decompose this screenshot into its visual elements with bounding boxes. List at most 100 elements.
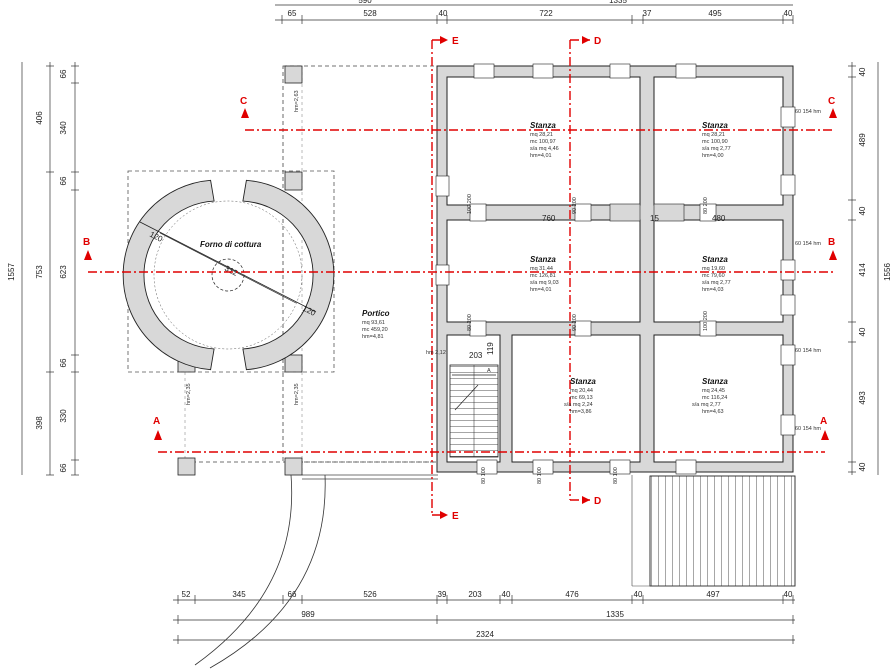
room-volume: mc 116,24	[702, 395, 727, 401]
room-volume: mc 100,97	[530, 139, 556, 145]
section-label: C	[240, 96, 247, 107]
dim-label: 15	[650, 214, 659, 223]
opening-tag: 90 200	[572, 197, 578, 214]
opening-tag: 80 100	[481, 467, 487, 484]
stair-arrow-label: A	[487, 368, 491, 374]
opening-tag: 60 154 hm	[795, 348, 821, 354]
dim-label: 40	[634, 590, 643, 599]
top-dimension-labels: 65 528 40 722 37 495 40 590 1335	[288, 0, 793, 18]
dim-label: 480	[712, 214, 726, 223]
left-dimension-labels: 66 340 66 623 66 330 66 406 753 398 1557	[7, 69, 68, 472]
room-label-5: Stanza mq 20,44 mc 69,13 s/a mq 2,24 hm=…	[564, 377, 596, 415]
room-surface: s/a mq 2,77	[702, 146, 731, 152]
portico-area: mq 93,61	[362, 320, 385, 326]
dim-label: 40	[858, 67, 867, 76]
dim-label: 345	[232, 590, 246, 599]
dim-label: 37	[643, 9, 652, 18]
dim-label: 495	[708, 9, 722, 18]
room-height: hm=4,03	[702, 287, 724, 293]
dim-label: 66	[59, 463, 68, 472]
opening-tag: 100 200	[467, 194, 473, 214]
oven-inner	[139, 200, 317, 350]
room-title: Stanza	[702, 255, 728, 264]
portico-outline	[178, 65, 439, 480]
left-dimension-lines	[21, 62, 79, 476]
right-dimension-lines	[848, 62, 879, 475]
dim-label: 340	[59, 121, 68, 135]
dim-label: 66	[288, 590, 297, 599]
opening-tags: 100 200 90 200 80 200 80 200 90 200 100 …	[186, 90, 821, 484]
dim-label: 406	[35, 111, 44, 125]
right-dimension-labels: 40 489 40 414 40 493 40 1556	[858, 67, 892, 471]
dim-label: 203	[468, 590, 482, 599]
oven-ring	[122, 179, 335, 371]
dim-label: 40	[858, 327, 867, 336]
portico-height: hm=4,81	[362, 334, 384, 340]
top-dimension-line	[275, 4, 794, 24]
dim-label: 476	[565, 590, 579, 599]
dim-label: 40	[784, 590, 793, 599]
dim-label: 1335	[606, 610, 624, 619]
room-label-3: Stanza mq 31,44 mc 126,81 s/a mq 9,03 hm…	[530, 255, 559, 293]
section-labels: C C B B A A E E D D	[83, 36, 835, 522]
section-label: E	[452, 36, 459, 47]
section-label: B	[83, 237, 90, 248]
dim-label: 989	[301, 610, 315, 619]
bottom-dimension-lines	[173, 595, 795, 644]
oven-title: Forno di cottura	[200, 240, 262, 249]
opening-tag: hm=2,35	[294, 383, 300, 405]
portico-label: Portico mq 93,61 mc 459,20 hm=4,81	[362, 309, 390, 340]
dim-label: 1556	[883, 263, 892, 281]
dim-label: 2324	[476, 630, 494, 639]
dim-label: 528	[363, 9, 377, 18]
room-height: hm=4,01	[530, 287, 552, 293]
dim-label: 66	[59, 358, 68, 367]
section-label: D	[594, 496, 601, 507]
dim-label: 39	[438, 590, 447, 599]
dim-label: 1557	[7, 263, 16, 281]
portico-title: Portico	[362, 309, 390, 318]
dim-label: 590	[358, 0, 372, 5]
dim-label: 497	[706, 590, 720, 599]
room-area: mq 28,21	[530, 132, 553, 138]
room-area: mq 31,44	[530, 266, 553, 272]
dim-label: 65	[288, 9, 297, 18]
dim-label: 203	[469, 351, 483, 360]
opening-tag: 80 200	[703, 197, 709, 214]
room-area: mq 20,44	[570, 388, 593, 394]
pillars	[177, 65, 303, 476]
dim-label: 66	[59, 176, 68, 185]
room-height: hm=4,01	[530, 153, 552, 159]
room-area: mq 28,21	[702, 132, 725, 138]
room-title: Stanza	[570, 377, 596, 386]
dim-label: 489	[858, 133, 867, 147]
section-label: D	[594, 36, 601, 47]
dim-label: 40	[439, 9, 448, 18]
dim-label: 52	[182, 590, 191, 599]
dim-label: 753	[35, 265, 44, 279]
dim-label: 493	[858, 391, 867, 405]
dim-label: 722	[539, 9, 553, 18]
dim-label: 526	[363, 590, 377, 599]
interior-dimensions: 760 15 480 203 119 hm 2,12 A	[426, 214, 726, 374]
room-surface: s/a mq 2,24	[564, 402, 593, 408]
bottom-dimension-labels: 52 345 66 526 39 203 40 476 40 497 40 98…	[182, 590, 793, 639]
opening-tag: 90 200	[572, 314, 578, 331]
room-title: Stanza	[702, 377, 728, 386]
portico-volume: mc 459,20	[362, 327, 388, 333]
dim-label: 414	[858, 263, 867, 277]
opening-tag: 80 200	[467, 314, 473, 331]
section-arrows	[84, 36, 837, 519]
room-volume: mc 100,90	[702, 139, 728, 145]
staircase	[449, 364, 499, 458]
section-label: B	[828, 237, 835, 248]
opening-tag: 80 100	[613, 467, 619, 484]
room-surface: s/a mq 2,77	[692, 402, 721, 408]
room-height: hm=4,63	[702, 409, 724, 415]
opening-tag: 60 154 hm	[795, 426, 821, 432]
room-volume: mc 126,81	[530, 273, 556, 279]
room-height: hm=3,86	[570, 409, 592, 415]
opening-tag: hm=2,35	[186, 383, 192, 405]
room-label-6: Stanza mq 24,45 mc 116,24 s/a mq 2,77 hm…	[692, 377, 728, 415]
